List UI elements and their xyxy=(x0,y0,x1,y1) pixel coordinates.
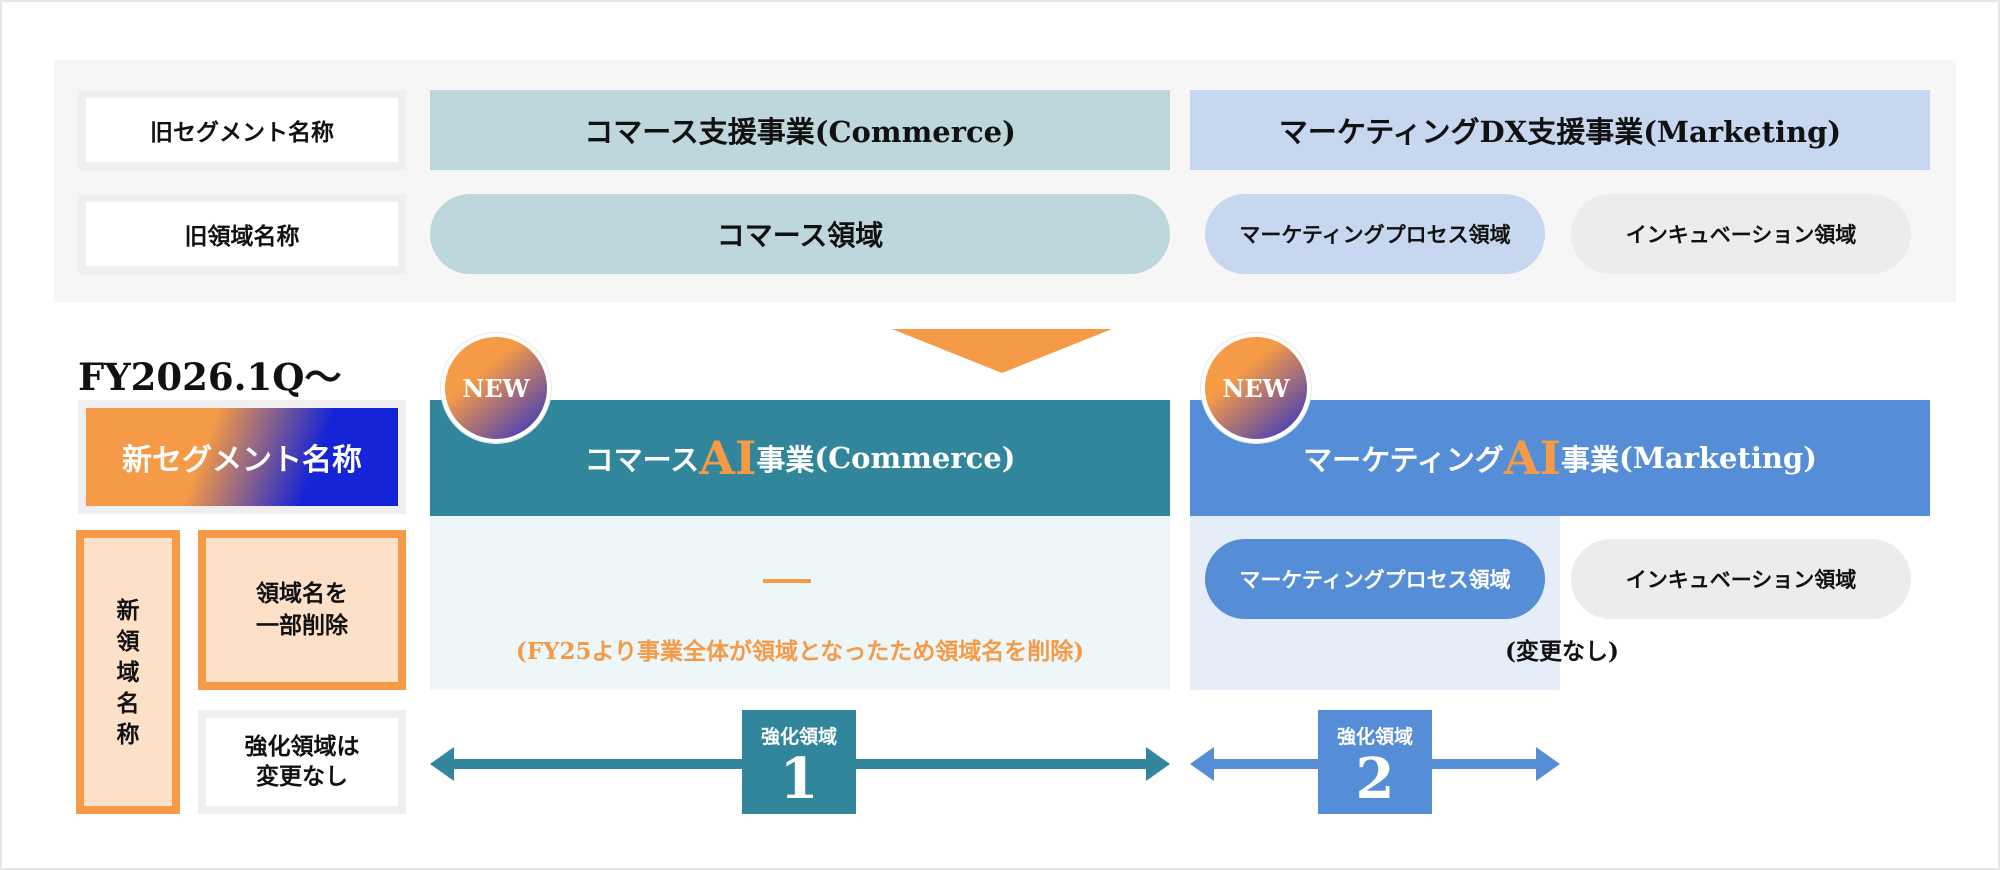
new-commerce-suffix: (Commerce) xyxy=(814,441,1016,475)
marketing-jigyo-text: 事業 xyxy=(1560,443,1619,477)
old-commerce-segment-text: コマース支援事業(Commerce) xyxy=(584,115,1016,149)
focus-area-2-number: 2 xyxy=(1355,745,1395,812)
new-badge-marketing-text: NEW xyxy=(1222,373,1290,403)
partial-delete-line2: 一部削除 xyxy=(256,612,348,639)
period-label: FY2026.1Q～ xyxy=(78,355,342,399)
new-badge-commerce-text: NEW xyxy=(462,373,530,403)
commerce-area-note: (FY25より事業全体が領域となったため領域名を削除) xyxy=(515,638,1085,665)
new-marketing-suffix: (Marketing) xyxy=(1618,441,1817,475)
old-marketing-segment: マーケティングDX支援事業(Marketing) xyxy=(1190,90,1930,170)
focus-unchanged-label: 強化領域は 変更なし xyxy=(198,710,406,814)
new-area-label-vertical: 新 領 域 名 称 xyxy=(113,595,143,750)
old-segment-label-text: 旧セグメント名称 xyxy=(150,119,334,146)
arrow-right-icon xyxy=(1146,747,1170,781)
arrow-left-icon xyxy=(1190,747,1214,781)
new-badge-commerce: NEW xyxy=(441,333,551,443)
partial-delete-line1: 領域名を xyxy=(256,580,348,607)
new-incubation-area: インキュベーション領域 xyxy=(1571,539,1911,619)
old-marketing-segment-text: マーケティングDX支援事業(Marketing) xyxy=(1278,115,1842,149)
commerce-ai-text: AI xyxy=(699,431,757,485)
focus-area-1-number: 1 xyxy=(779,745,819,812)
focus-unchanged-line1: 強化領域は xyxy=(244,733,360,760)
old-marketing-process-area-text: マーケティングプロセス領域 xyxy=(1239,222,1511,247)
new-area-label-char: 域 xyxy=(116,658,140,686)
new-commerce-prefix: コマース xyxy=(584,443,700,477)
new-incubation-area-text: インキュベーション領域 xyxy=(1625,567,1857,592)
new-segment-label-text: 新セグメント名称 xyxy=(122,443,362,478)
new-area-label-char: 領 xyxy=(116,627,140,655)
old-marketing-process-area: マーケティングプロセス領域 xyxy=(1205,194,1545,274)
old-commerce-area: コマース領域 xyxy=(430,194,1170,274)
partial-delete-label: 領域名を 一部削除 xyxy=(198,530,406,690)
old-incubation-area: インキュベーション領域 xyxy=(1571,194,1911,274)
new-commerce-area-panel xyxy=(430,516,1170,690)
unchanged-note: (変更なし) xyxy=(1505,638,1619,665)
focus-area-1-label: 強化領域 xyxy=(760,725,837,748)
focus-area-1-box: 強化領域 1 xyxy=(742,710,856,814)
arrow-left-icon xyxy=(430,747,454,781)
marketing-ai-text: AI xyxy=(1503,431,1561,485)
commerce-jigyo-text: 事業 xyxy=(756,443,815,477)
new-area-label: 新 領 域 名 称 xyxy=(76,530,180,814)
new-marketing-process-area: マーケティングプロセス領域 xyxy=(1205,539,1545,619)
old-area-label: 旧領域名称 xyxy=(78,194,406,274)
new-area-label-char: 名 xyxy=(116,689,140,717)
focus-area-2-label: 強化領域 xyxy=(1336,725,1413,748)
old-area-label-text: 旧領域名称 xyxy=(184,223,300,250)
old-commerce-segment: コマース支援事業(Commerce) xyxy=(430,90,1170,170)
new-area-label-char: 新 xyxy=(116,596,140,624)
focus-unchanged-line2: 変更なし xyxy=(256,763,348,790)
no-area-dash xyxy=(763,579,811,583)
old-segment-label: 旧セグメント名称 xyxy=(78,90,406,170)
new-area-label-char: 称 xyxy=(116,720,140,748)
new-marketing-prefix: マーケティング xyxy=(1303,443,1504,477)
old-commerce-area-text: コマース領域 xyxy=(716,219,884,252)
old-incubation-area-text: インキュベーション領域 xyxy=(1625,222,1857,247)
arrow-right-icon xyxy=(1536,747,1560,781)
new-badge-marketing: NEW xyxy=(1201,333,1311,443)
new-segment-label: 新セグメント名称 xyxy=(78,400,406,514)
focus-area-2-box: 強化領域 2 xyxy=(1318,710,1432,814)
down-arrow-icon xyxy=(892,329,1112,373)
new-marketing-process-area-text: マーケティングプロセス領域 xyxy=(1239,567,1511,592)
